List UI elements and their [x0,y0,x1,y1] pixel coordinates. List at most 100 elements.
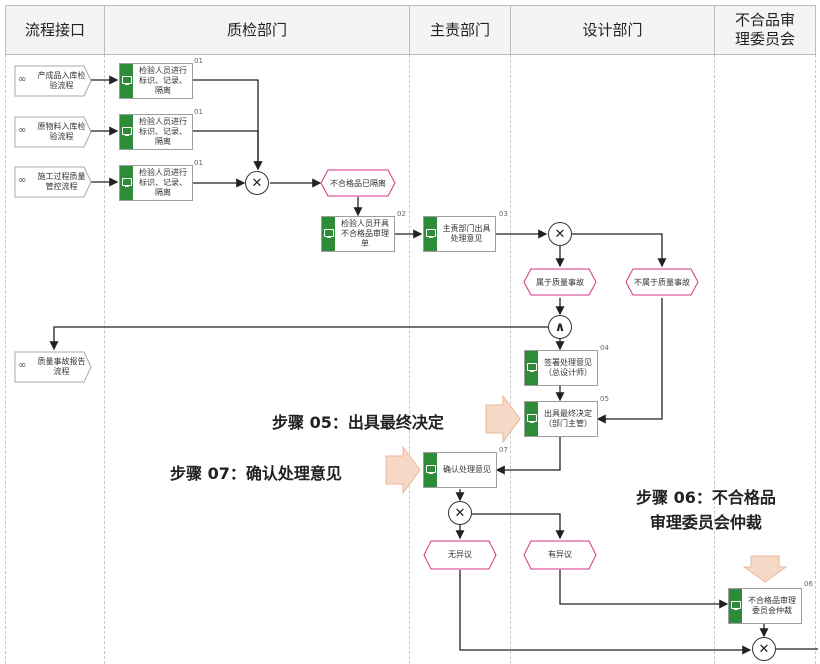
step-number: 06 [804,580,813,588]
task-box[interactable]: 出具最终决定（部门主管） [524,401,598,437]
interface-node[interactable]: ∞ 质量事故报告流程 [14,351,92,383]
xor-gateway[interactable]: ✕ [245,171,269,195]
xor-gateway[interactable]: ✕ [448,501,472,525]
callout-arrow-right [385,446,421,494]
link-icon: ∞ [18,175,27,186]
interface-node[interactable]: ∞ 施工过程质量管控流程 [14,166,92,198]
lane-divider [104,55,105,664]
task-bar [729,589,742,623]
task-label: 签署处理意见（总设计师） [544,358,592,377]
xor-gateway[interactable]: ✕ [752,637,776,661]
task-bar [424,217,437,251]
interface-node[interactable]: ∞ 原物料入库检验流程 [14,116,92,148]
lane-label: 质检部门 [226,20,287,39]
task-bar [120,166,133,200]
monitor-icon [426,229,436,238]
event-node[interactable]: 不合格品已隔离 [320,169,396,197]
step-number: 01 [194,57,203,65]
monitor-icon [122,178,132,187]
step-number: 04 [600,344,609,352]
event-node[interactable]: 不属于质量事故 [625,268,699,296]
interface-shape [14,351,92,383]
link-icon: ∞ [18,125,27,136]
monitor-icon [527,363,537,372]
event-shape [523,540,597,570]
lane-header-qc: 质检部门 [104,5,410,55]
lane-label: 流程接口 [24,20,85,39]
task-label: 主责部门出具处理意见 [442,224,491,243]
interface-label: 施工过程质量管控流程 [37,172,86,191]
lane-header-committee: 不合品审理委员会 [714,5,816,55]
task-box[interactable]: 检验人员进行标识、记录、隔离 [119,165,193,201]
task-label: 检验人员进行标识、记录、隔离 [139,66,187,95]
step-number: 01 [194,159,203,167]
step-number: 01 [194,108,203,116]
task-box[interactable]: 主责部门出具处理意见 [423,216,496,252]
lane-label: 不合品审理委员会 [734,11,795,48]
monitor-icon [122,76,132,85]
callout-line: 步骤 06：不合格品 [636,488,776,507]
task-bar [120,64,133,98]
link-icon: ∞ [18,360,27,371]
task-label: 不合格品审理委员会仲裁 [748,596,796,615]
task-box[interactable]: 检验人员进行标识、记录、隔离 [119,63,193,99]
lane-label: 主责部门 [429,20,490,39]
lane-label: 设计部门 [582,20,643,39]
event-node[interactable]: 有异议 [523,540,597,570]
task-box[interactable]: 检验人员进行标识、记录、隔离 [119,114,193,150]
lane-divider [714,55,715,664]
lane-divider [409,55,410,664]
interface-shape [14,166,92,198]
task-box[interactable]: 确认处理意见 [423,452,497,488]
lane-header-owner: 主责部门 [409,5,511,55]
lane-header-interface: 流程接口 [5,5,105,55]
callout-arrow-down [743,555,787,583]
callout-step-07: 步骤 07：确认处理意见 [170,464,342,483]
task-box[interactable]: 签署处理意见（总设计师） [524,350,598,386]
task-box[interactable]: 不合格品审理委员会仲裁 [728,588,802,624]
and-gateway[interactable]: ∧ [548,315,572,339]
lane-divider [815,55,816,664]
interface-label: 原物料入库检验流程 [37,122,86,141]
event-shape [423,540,497,570]
event-label: 不合格品已隔离 [330,178,386,188]
monitor-icon [731,601,741,610]
callout-arrow-right [485,395,521,443]
task-box[interactable]: 检验人员开具不合格品审理单 [321,216,395,252]
xor-gateway[interactable]: ✕ [548,222,572,246]
event-shape [320,169,396,197]
event-shape [625,268,699,296]
callout-line: 审理委员会仲裁 [649,513,762,532]
event-node[interactable]: 无异议 [423,540,497,570]
monitor-icon [324,229,334,238]
event-label: 属于质量事故 [536,277,584,287]
interface-shape [14,65,92,97]
step-number: 07 [499,446,508,454]
callout-step-06: 步骤 06：不合格品 审理委员会仲裁 [636,485,776,535]
task-bar [525,351,538,385]
event-shape [523,268,597,296]
event-node[interactable]: 属于质量事故 [523,268,597,296]
step-number: 05 [600,395,609,403]
step-number: 03 [499,210,508,218]
task-bar [424,453,437,487]
interface-shape [14,116,92,148]
interface-label: 质量事故报告流程 [37,357,86,376]
task-label: 出具最终决定（部门主管） [544,409,592,428]
lane-header-design: 设计部门 [510,5,715,55]
monitor-icon [122,127,132,136]
task-bar [322,217,335,251]
task-label: 检验人员进行标识、记录、隔离 [139,168,187,197]
interface-node[interactable]: ∞ 产成品入库检验流程 [14,65,92,97]
lane-divider [510,55,511,664]
event-label: 有异议 [548,549,572,559]
task-label: 检验人员进行标识、记录、隔离 [139,117,187,146]
task-label: 确认处理意见 [443,465,491,474]
link-icon: ∞ [18,74,27,85]
event-label: 不属于质量事故 [634,277,690,287]
event-label: 无异议 [448,549,472,559]
callout-step-05: 步骤 05：出具最终决定 [272,413,444,432]
task-label: 检验人员开具不合格品审理单 [341,219,389,248]
